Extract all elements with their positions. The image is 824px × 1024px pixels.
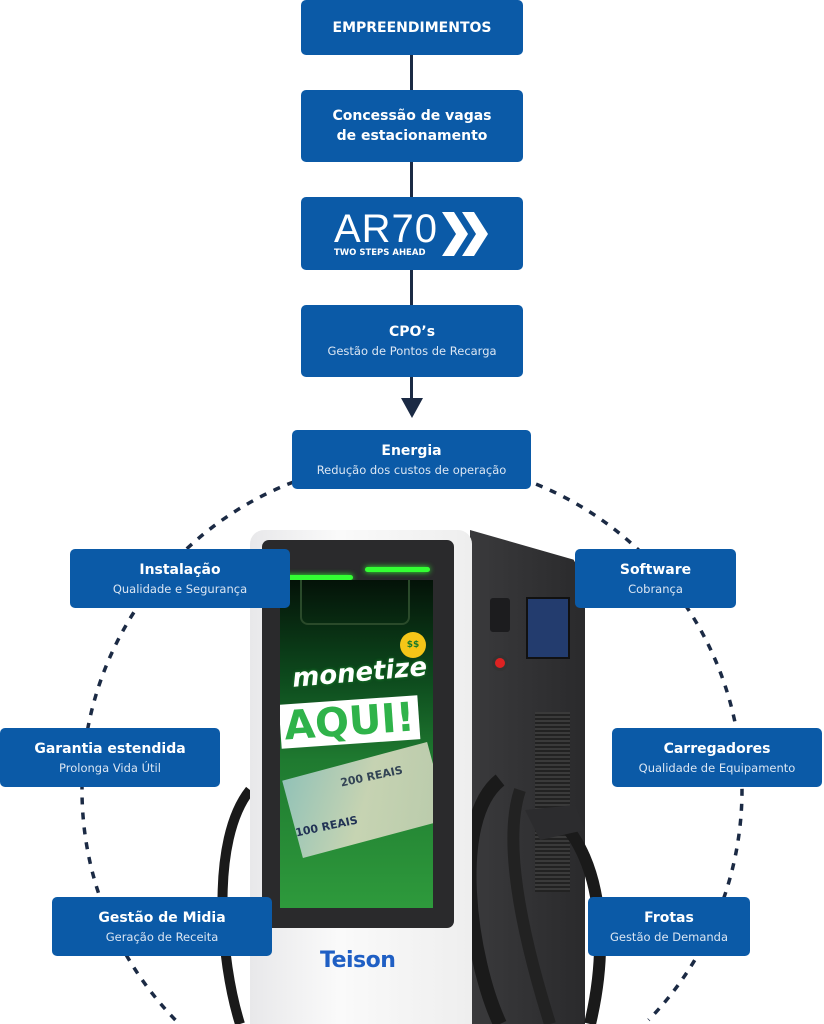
vent-grille <box>535 712 570 892</box>
screen-frame-outline <box>300 580 410 625</box>
carregadores-box: Carregadores Qualidade de Equipamento <box>612 728 822 787</box>
box-title-line2: de estacionamento <box>336 128 488 144</box>
cpos-box: CPO’s Gestão de Pontos de Recarga <box>301 305 523 377</box>
status-led-right <box>365 567 430 572</box>
arrow-down-icon <box>401 398 423 418</box>
box-subtitle: Cobrança <box>628 581 683 596</box>
box-subtitle: Gestão de Pontos de Recarga <box>327 344 497 358</box>
double-chevron-icon <box>442 211 489 256</box>
instalacao-box: Instalação Qualidade e Segurança <box>70 549 290 608</box>
box-title: Software <box>619 561 692 578</box>
banknote-image <box>282 741 433 859</box>
box-subtitle: Qualidade de Equipamento <box>638 760 796 775</box>
empreendimentos-box: EMPREENDIMENTOS <box>301 0 523 55</box>
ar70-logo-box: AR70 TWO STEPS AHEAD <box>301 197 523 270</box>
box-subtitle: Redução dos custos de operação <box>316 462 507 477</box>
emergency-button <box>492 655 508 671</box>
status-led-left <box>283 575 353 580</box>
money-face-emoji-icon: $$ <box>400 632 426 658</box>
box-subtitle: Gestão de Demanda <box>609 929 729 944</box>
box-title: Frotas <box>644 909 694 926</box>
frotas-box: Frotas Gestão de Demanda <box>588 897 750 956</box>
teison-brand-logo: Teison <box>320 948 396 973</box>
box-title: Energia <box>381 442 442 459</box>
box-title: Gestão de Midia <box>98 909 226 926</box>
ad-screen: $$ monetize AQUI! 200 REAIS 100 REAIS <box>280 580 433 908</box>
box-title: Garantia estendida <box>34 740 186 757</box>
box-title-line1: Concessão de vagas <box>332 108 492 124</box>
ar70-logo-text: AR70 <box>333 206 439 251</box>
screen-headline: monetize <box>290 652 429 694</box>
box-title: Carregadores <box>663 740 771 757</box>
box-subtitle: Prolonga Vida Útil <box>59 760 161 775</box>
garantia-box: Garantia estendida Prolonga Vida Útil <box>0 728 220 787</box>
box-subtitle: Qualidade e Segurança <box>112 581 248 596</box>
rfid-reader-icon <box>490 598 510 632</box>
side-display <box>526 597 570 659</box>
ar70-tagline: TWO STEPS AHEAD <box>333 247 426 258</box>
concessao-box: Concessão de vagas de estacionamento <box>301 90 523 162</box>
box-title: EMPREENDIMENTOS <box>332 19 492 36</box>
box-subtitle: Geração de Receita <box>105 929 219 944</box>
box-title: Instalação <box>139 561 221 578</box>
screen-headline-large: AQUI! <box>280 695 420 749</box>
midia-box: Gestão de Midia Geração de Receita <box>52 897 272 956</box>
box-title: CPO’s <box>388 324 436 340</box>
software-box: Software Cobrança <box>575 549 736 608</box>
energia-box: Energia Redução dos custos de operação <box>292 430 531 489</box>
